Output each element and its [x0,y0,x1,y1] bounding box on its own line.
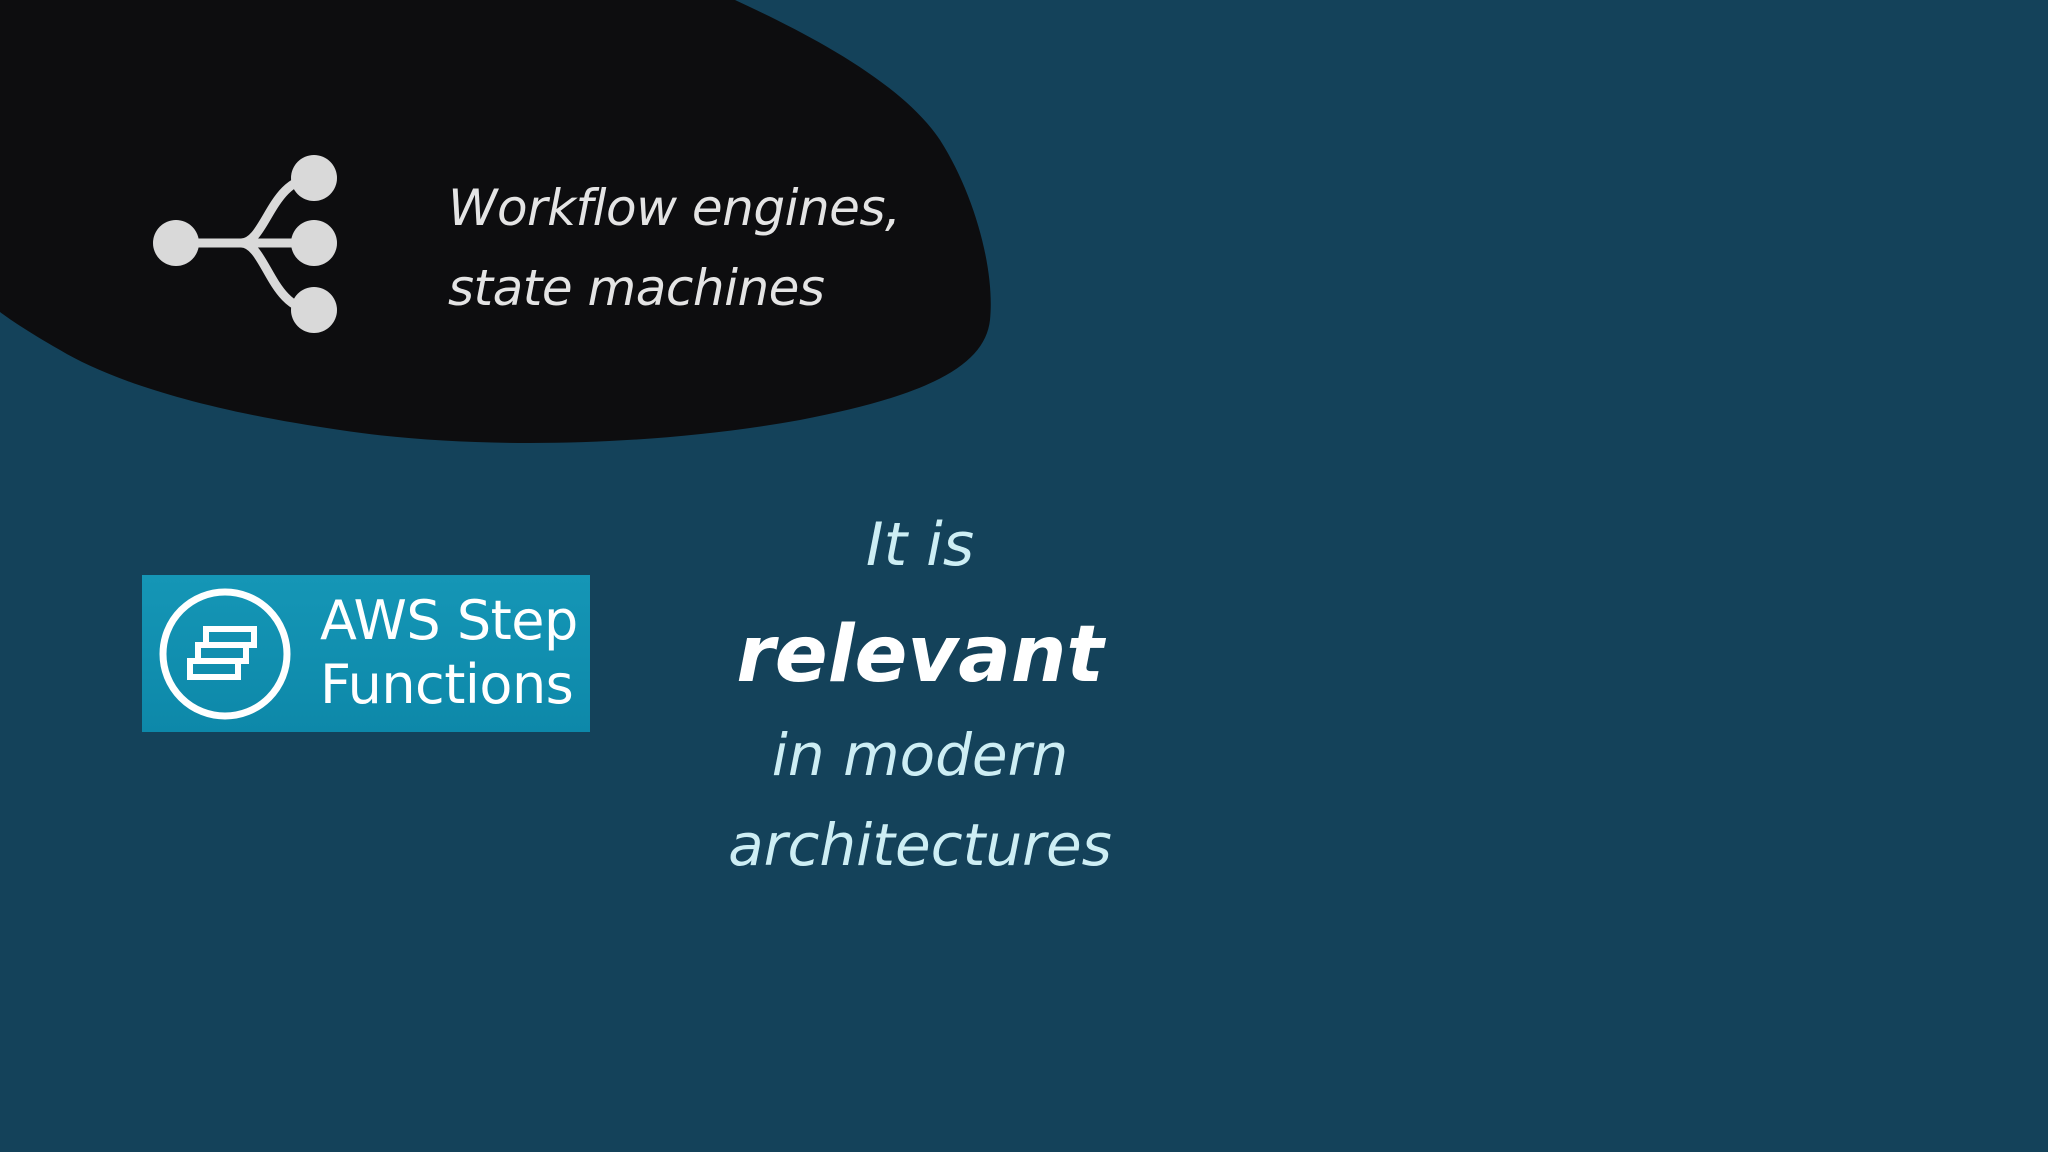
dark-blob-background [0,0,991,443]
step-functions-logo [159,588,291,720]
workflow-caption-line-2: state machines [448,259,825,317]
statement-line-4: architectures [728,811,1112,879]
aws-title-line-1: AWS Step [320,589,578,652]
aws-title-line-2: Functions [320,653,574,716]
aws-step-functions-title: AWS Step Functions [320,589,578,717]
statement-line-1: It is [865,510,975,580]
workflow-caption: Workflow engines, state machines [448,168,901,328]
relevance-statement: It is relevant in modern architectures [620,500,1220,890]
statement-line-2: relevant [736,610,1104,700]
statement-line-3: in modern [771,721,1069,789]
workflow-caption-line-1: Workflow engines, [448,179,901,237]
branch-icon [153,155,337,333]
aws-step-functions-badge: AWS Step Functions [142,575,590,732]
